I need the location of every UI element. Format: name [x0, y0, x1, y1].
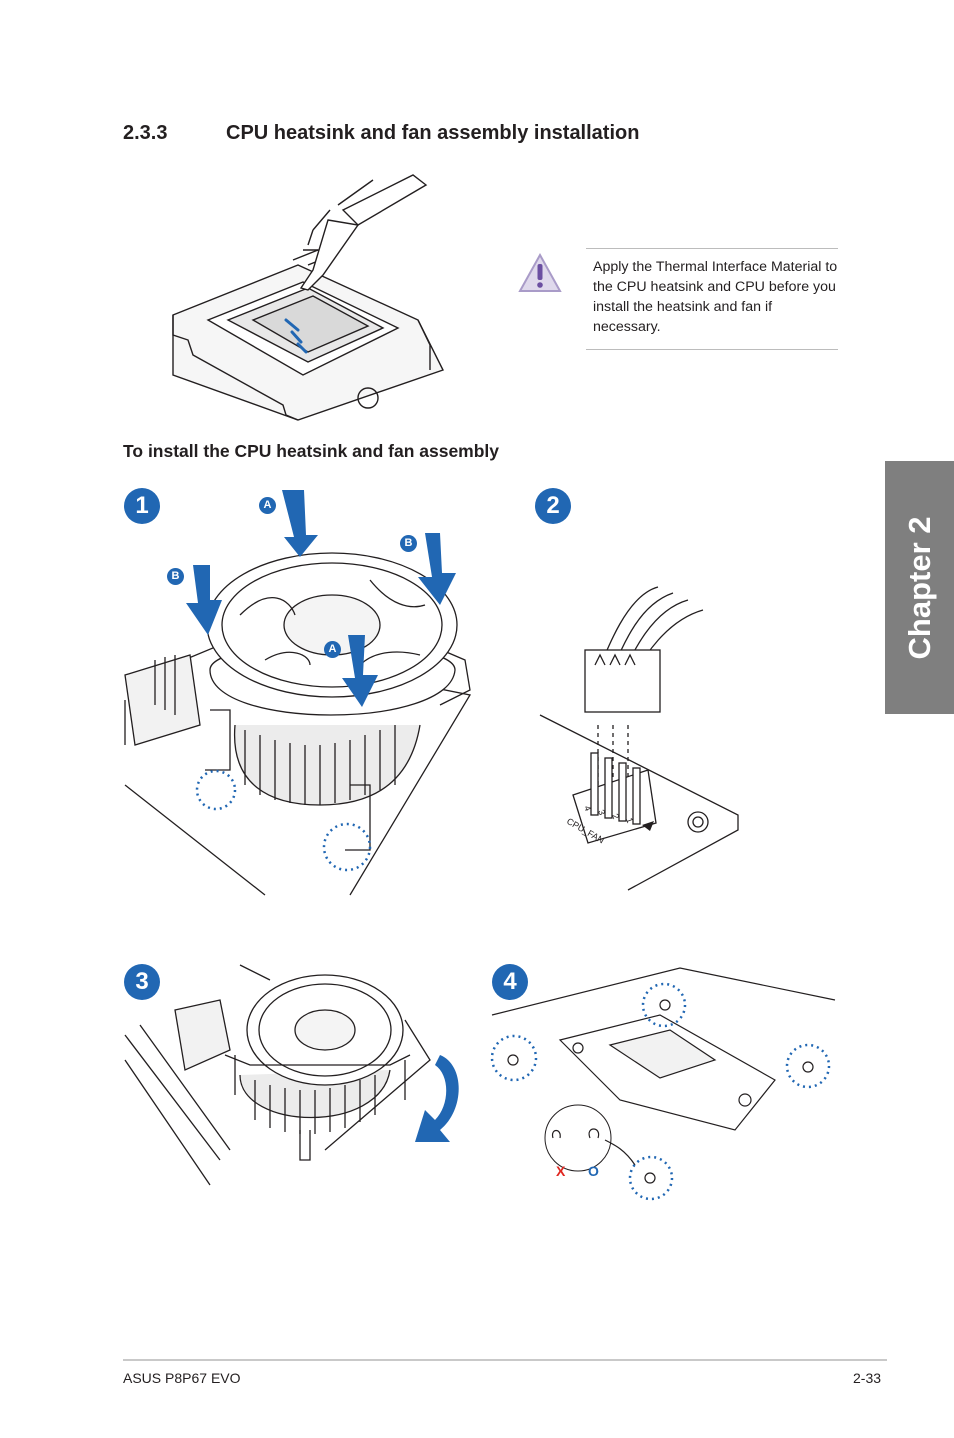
step-4-lock-illustration: X O [490, 967, 836, 1201]
arrow-down-icon [282, 490, 318, 557]
procedure-subheading: To install the CPU heatsink and fan asse… [123, 441, 500, 461]
arrow-down-icon [342, 635, 378, 707]
footer-product: ASUS P8P67 EVO [123, 1370, 241, 1386]
chapter-tab-label: Chapter 2 [901, 516, 937, 659]
section-title: 2.3.3 CPU heatsink and fan assembly insta… [123, 122, 639, 145]
step-3-heatsink-illustration [124, 964, 459, 1186]
footer-divider [123, 1359, 887, 1361]
step-1-badge: 1 [124, 488, 160, 524]
wrong-lock-mark: X [556, 1163, 566, 1179]
tag-b-left: B [167, 568, 184, 585]
step-1-heatsink-illustration [124, 490, 472, 896]
rotate-arrow-icon [415, 1055, 459, 1142]
section-title-text: CPU heatsink and fan assembly installati… [226, 122, 640, 144]
step-3-badge: 3 [124, 964, 160, 1000]
thermal-paste-illustration [172, 174, 444, 421]
warning-triangle-icon [518, 252, 562, 292]
tag-a-center: A [324, 641, 341, 658]
tag-b-right: B [400, 535, 417, 552]
tag-a-top: A [259, 497, 276, 514]
pin-label: 2 [610, 812, 621, 820]
pin-label: 4 [582, 804, 593, 812]
section-number: 2.3.3 [123, 122, 168, 144]
note-box [586, 248, 838, 350]
chapter-tab: Chapter 2 [885, 461, 954, 714]
arrow-down-icon [186, 565, 222, 635]
step-4-badge: 4 [492, 964, 528, 1000]
step-2-fan-connector-illustration: 4 3 2 1 CPU_FAN [539, 586, 739, 891]
pin-label: 1 [624, 816, 635, 824]
right-lock-mark: O [588, 1163, 599, 1179]
pin-label: 3 [596, 808, 607, 816]
footer-page-number: 2-33 [853, 1370, 882, 1386]
note-text: Apply the Thermal Interface Material to … [593, 259, 838, 335]
arrow-down-icon [418, 533, 456, 605]
step-2-badge: 2 [535, 488, 571, 524]
